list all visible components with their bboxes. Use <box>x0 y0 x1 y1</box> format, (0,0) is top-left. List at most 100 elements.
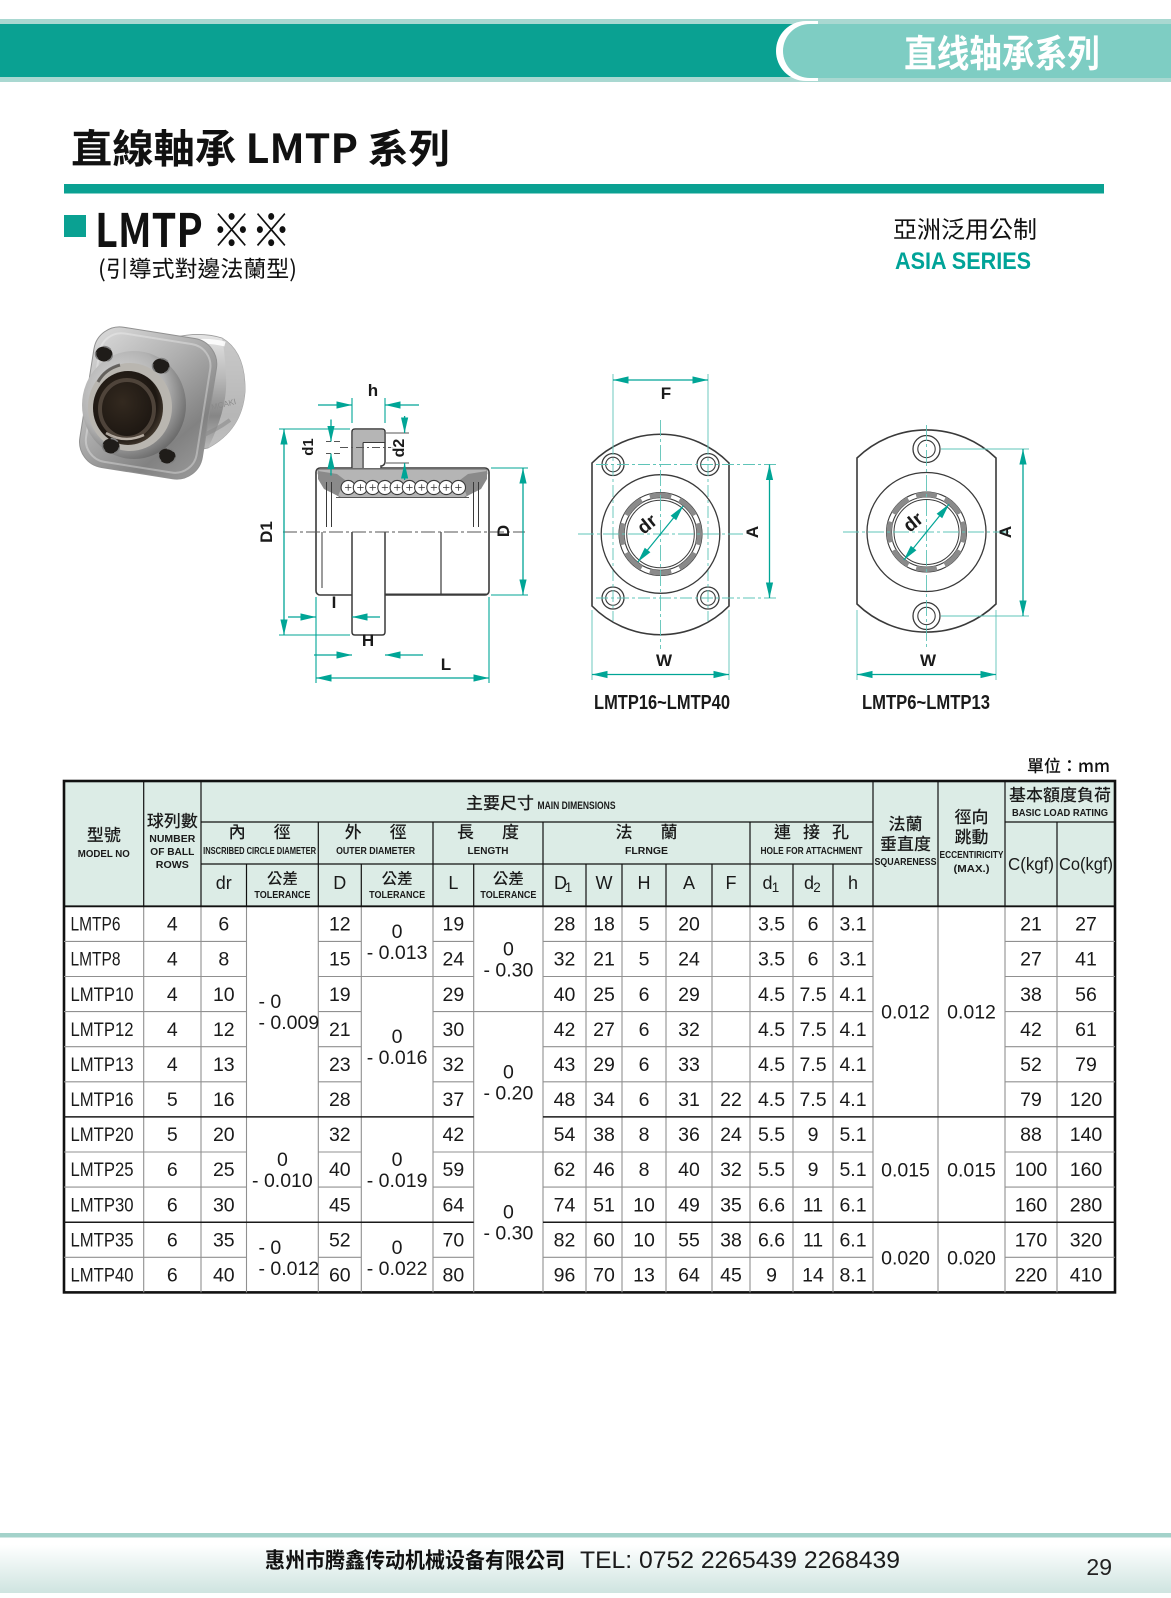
svg-text:4: 4 <box>167 914 178 936</box>
svg-text:27: 27 <box>1075 914 1097 936</box>
svg-text:4.1: 4.1 <box>839 984 866 1006</box>
svg-text:TOLERANCE: TOLERANCE <box>369 890 425 901</box>
svg-text:96: 96 <box>554 1265 576 1287</box>
svg-text:4: 4 <box>167 949 178 971</box>
svg-text:- 0: - 0 <box>259 1237 282 1259</box>
svg-text:9: 9 <box>766 1265 777 1287</box>
svg-text:5.5: 5.5 <box>758 1124 785 1146</box>
svg-text:40: 40 <box>213 1265 235 1287</box>
svg-text:8: 8 <box>639 1124 650 1146</box>
svg-text:38: 38 <box>1020 984 1042 1006</box>
svg-text:70: 70 <box>443 1230 465 1252</box>
svg-text:LMTP6~LMTP13: LMTP6~LMTP13 <box>862 691 990 714</box>
svg-text:LMTP16~LMTP40: LMTP16~LMTP40 <box>594 691 730 714</box>
svg-text:10: 10 <box>213 984 235 1006</box>
svg-text:LMTP16: LMTP16 <box>71 1089 134 1111</box>
svg-text:24: 24 <box>443 949 465 971</box>
svg-text:31: 31 <box>678 1089 700 1111</box>
svg-text:6: 6 <box>639 1054 650 1076</box>
svg-text:2: 2 <box>813 880 821 895</box>
svg-text:H: H <box>362 631 374 650</box>
svg-text:4.1: 4.1 <box>839 1089 866 1111</box>
svg-text:25: 25 <box>213 1159 235 1181</box>
svg-text:170: 170 <box>1015 1230 1048 1252</box>
svg-text:46: 46 <box>593 1159 615 1181</box>
svg-text:74: 74 <box>554 1194 576 1216</box>
svg-text:62: 62 <box>554 1159 576 1181</box>
svg-text:22: 22 <box>720 1089 742 1111</box>
svg-text:220: 220 <box>1015 1265 1048 1287</box>
svg-text:0: 0 <box>392 1026 403 1048</box>
svg-text:D: D <box>554 873 567 893</box>
svg-text:32: 32 <box>329 1124 351 1146</box>
svg-text:A: A <box>743 526 762 538</box>
svg-text:HOLE FOR ATTACHMENT: HOLE FOR ATTACHMENT <box>761 846 863 857</box>
svg-text:55: 55 <box>678 1230 700 1252</box>
svg-text:6: 6 <box>167 1230 178 1252</box>
svg-text:TOLERANCE: TOLERANCE <box>254 890 310 901</box>
svg-text:42: 42 <box>1020 1019 1042 1041</box>
svg-text:7.5: 7.5 <box>799 1019 826 1041</box>
svg-text:NUMBER: NUMBER <box>149 833 195 845</box>
svg-text:- 0.30: - 0.30 <box>483 959 533 981</box>
svg-text:W: W <box>596 873 613 893</box>
svg-text:6: 6 <box>639 984 650 1006</box>
svg-text:0.015: 0.015 <box>881 1160 930 1182</box>
svg-text:8.1: 8.1 <box>839 1265 866 1287</box>
svg-text:19: 19 <box>329 984 351 1006</box>
svg-text:0: 0 <box>503 1202 514 1224</box>
svg-text:F: F <box>726 873 737 893</box>
svg-text:32: 32 <box>720 1159 742 1181</box>
svg-text:TEL: 0752 2265439 2268439: TEL: 0752 2265439 2268439 <box>580 1547 900 1574</box>
svg-text:100: 100 <box>1015 1159 1048 1181</box>
svg-text:35: 35 <box>720 1194 742 1216</box>
svg-text:BASIC LOAD RATING: BASIC LOAD RATING <box>1012 807 1108 819</box>
svg-text:4.5: 4.5 <box>758 1019 785 1041</box>
svg-text:OF BALL: OF BALL <box>150 846 195 858</box>
svg-text:6: 6 <box>808 914 819 936</box>
svg-text:F: F <box>661 384 671 403</box>
svg-text:Co(kgf): Co(kgf) <box>1059 854 1113 874</box>
svg-text:0.020: 0.020 <box>881 1247 930 1269</box>
svg-text:TOLERANCE: TOLERANCE <box>480 890 536 901</box>
svg-text:h: h <box>848 873 858 893</box>
svg-text:h: h <box>368 381 378 400</box>
svg-text:1: 1 <box>772 880 780 895</box>
svg-text:21: 21 <box>1020 914 1042 936</box>
svg-text:27: 27 <box>593 1019 615 1041</box>
svg-text:54: 54 <box>554 1124 576 1146</box>
svg-text:D: D <box>494 525 513 537</box>
svg-text:6.6: 6.6 <box>758 1194 785 1216</box>
svg-text:410: 410 <box>1070 1265 1103 1287</box>
svg-text:C(kgf): C(kgf) <box>1008 854 1054 874</box>
svg-text:5: 5 <box>639 949 650 971</box>
svg-text:0.015: 0.015 <box>947 1160 996 1182</box>
svg-text:19: 19 <box>443 914 465 936</box>
svg-text:MODEL NO: MODEL NO <box>78 848 130 860</box>
svg-text:20: 20 <box>678 914 700 936</box>
svg-text:LMTP13: LMTP13 <box>71 1054 134 1076</box>
svg-text:3.1: 3.1 <box>839 914 866 936</box>
svg-text:- 0.30: - 0.30 <box>483 1223 533 1245</box>
svg-text:40: 40 <box>554 984 576 1006</box>
svg-text:45: 45 <box>720 1265 742 1287</box>
svg-text:5: 5 <box>167 1089 178 1111</box>
svg-text:D: D <box>333 873 346 893</box>
svg-text:35: 35 <box>213 1230 235 1252</box>
svg-text:32: 32 <box>443 1054 465 1076</box>
svg-text:29: 29 <box>593 1054 615 1076</box>
svg-text:- 0.013: - 0.013 <box>367 942 428 964</box>
svg-text:3.5: 3.5 <box>758 914 785 936</box>
svg-text:5.1: 5.1 <box>839 1124 866 1146</box>
svg-text:0.012: 0.012 <box>881 1002 930 1024</box>
svg-text:38: 38 <box>720 1230 742 1252</box>
svg-text:d1: d1 <box>300 438 317 456</box>
svg-text:INSCRIBED CIRCLE DIAMETER: INSCRIBED CIRCLE DIAMETER <box>203 846 317 857</box>
svg-text:70: 70 <box>593 1265 615 1287</box>
svg-text:11: 11 <box>803 1230 823 1252</box>
svg-text:L: L <box>448 873 458 893</box>
svg-text:8: 8 <box>218 949 229 971</box>
svg-text:8: 8 <box>639 1159 650 1181</box>
svg-text:dr: dr <box>216 873 232 893</box>
svg-text:12: 12 <box>213 1019 235 1041</box>
